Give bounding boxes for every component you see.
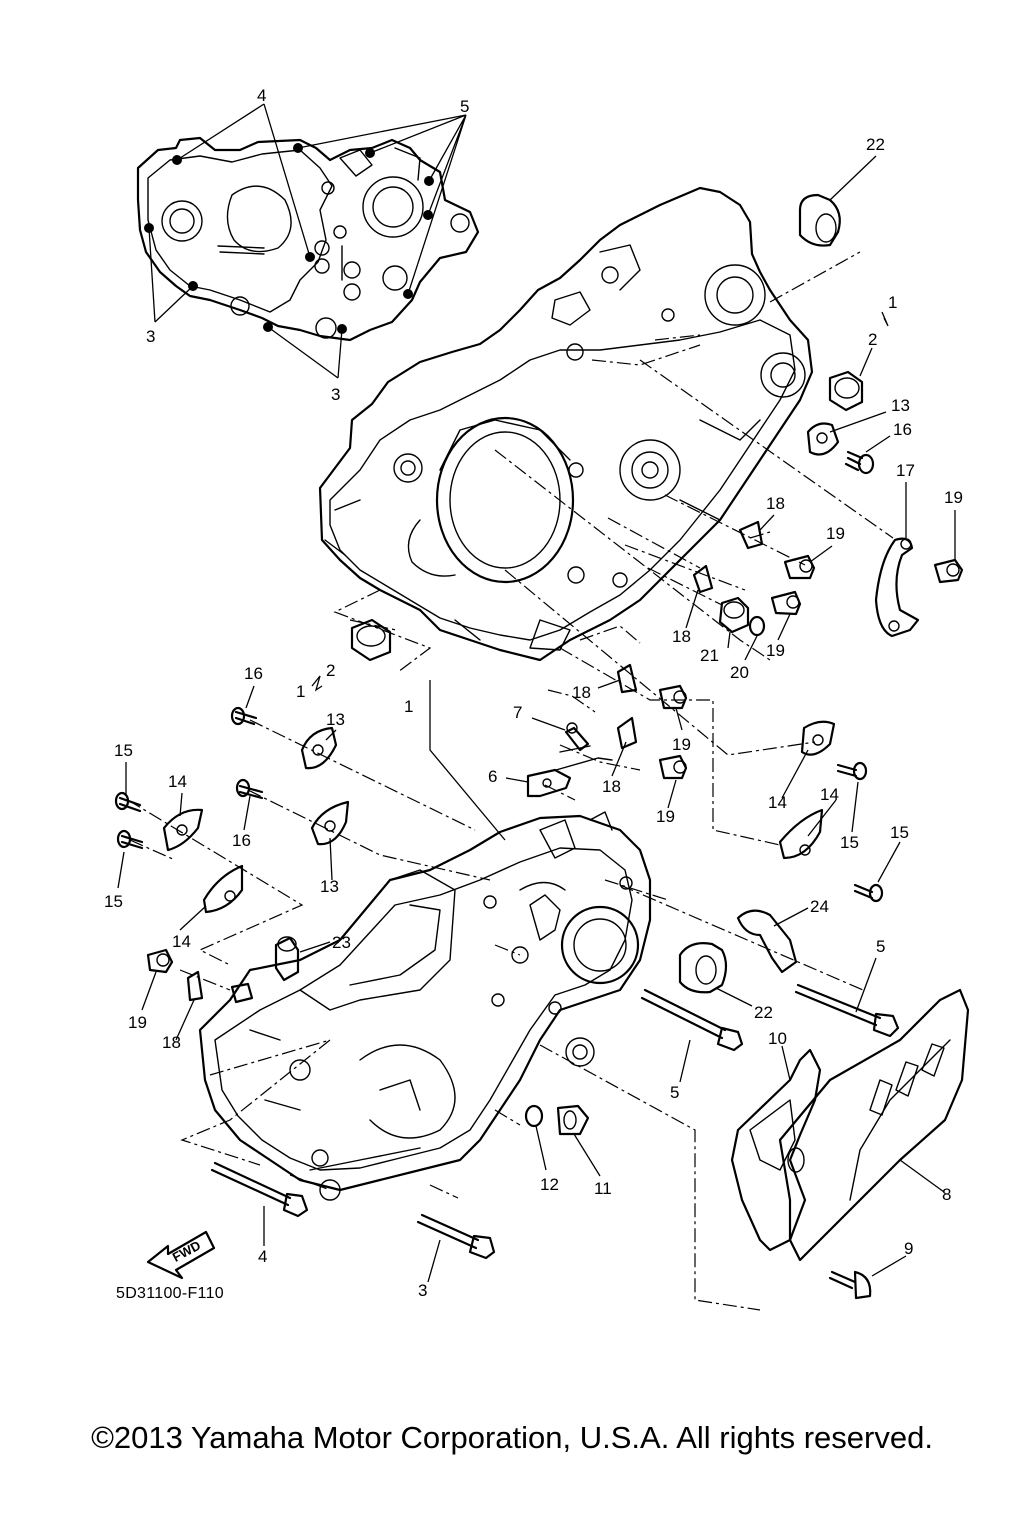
callout-19-d: 19 [672,735,691,754]
callout-8: 8 [942,1185,951,1204]
callout-19-a: 19 [944,488,963,507]
callout-16-right: 16 [893,420,912,439]
callout-11: 11 [594,1179,612,1198]
callout-22-bottom: 22 [754,1003,773,1022]
callout-12: 12 [540,1175,559,1194]
callout-labels: 4 5 3 3 22 1 2 13 16 17 19 18 19 18 21 1… [104,86,963,1300]
callout-5-top: 5 [460,97,469,116]
fwd-arrow: FWD [146,1230,216,1280]
callout-2-left: 2 [326,661,335,680]
oil-seal-22-top [798,193,841,247]
callout-19-c: 19 [766,641,785,660]
callout-13-left-a: 13 [326,710,345,729]
callout-20: 20 [730,663,749,682]
callout-14-a: 14 [168,772,187,791]
callout-19-f: 19 [128,1013,147,1032]
callout-14-c: 14 [768,793,787,812]
callout-7: 7 [513,703,522,722]
callout-17: 17 [896,461,915,480]
diagram-code: 5D31100-F110 [116,1285,224,1302]
callout-10: 10 [768,1029,787,1048]
callout-15-d: 15 [890,823,909,842]
callout-24: 24 [810,897,829,916]
callout-14-b: 14 [172,932,191,951]
callout-16-mid: 16 [232,831,251,850]
callout-18-e: 18 [162,1033,181,1052]
callout-2-right: 2 [868,330,877,349]
callout-15-b: 15 [104,892,123,911]
callout-19-e: 19 [656,807,675,826]
callout-1-right: 1 [888,293,897,312]
callout-1-left: 1 [296,682,305,701]
callout-14-d: 14 [820,785,839,804]
callout-6: 6 [488,767,497,786]
callout-15-c: 15 [840,833,859,852]
copyright-notice: ©2013 Yamaha Motor Corporation, U.S.A. A… [91,1420,933,1455]
dowel-pin-2-right [828,370,864,412]
callout-18-c: 18 [572,683,591,702]
callout-5-bottom: 5 [876,937,885,956]
callout-21: 21 [700,646,719,665]
callout-13-right: 13 [891,396,910,415]
callout-4-top: 4 [257,86,266,105]
callout-4-bottom: 4 [258,1247,267,1266]
clamp-13-right [806,422,840,456]
callout-18-b: 18 [672,627,691,646]
callout-23: 23 [332,933,351,952]
callout-13-left-b: 13 [320,877,339,896]
callout-19-b: 19 [826,524,845,543]
callout-3-bottom: 3 [418,1281,427,1300]
callout-leaders [117,155,956,1283]
fwd-label: FWD [170,1238,203,1265]
callout-3-bottom-inset: 3 [331,385,340,404]
callout-1-center: 1 [404,697,413,716]
callout-16-left: 16 [244,664,263,683]
left-crankcase-half [198,811,652,1201]
callout-3-left-inset: 3 [146,327,155,346]
right-crankcase-half [318,186,814,662]
callout-15-a: 15 [114,741,133,760]
callout-5-mid: 5 [670,1083,679,1102]
callout-18-d: 18 [602,777,621,796]
callout-9: 9 [904,1239,913,1258]
crankcase-bolt-pattern-inset [136,103,480,379]
callout-22-top: 22 [866,135,885,154]
callout-18-a: 18 [766,494,785,513]
small-parts [114,193,970,1300]
